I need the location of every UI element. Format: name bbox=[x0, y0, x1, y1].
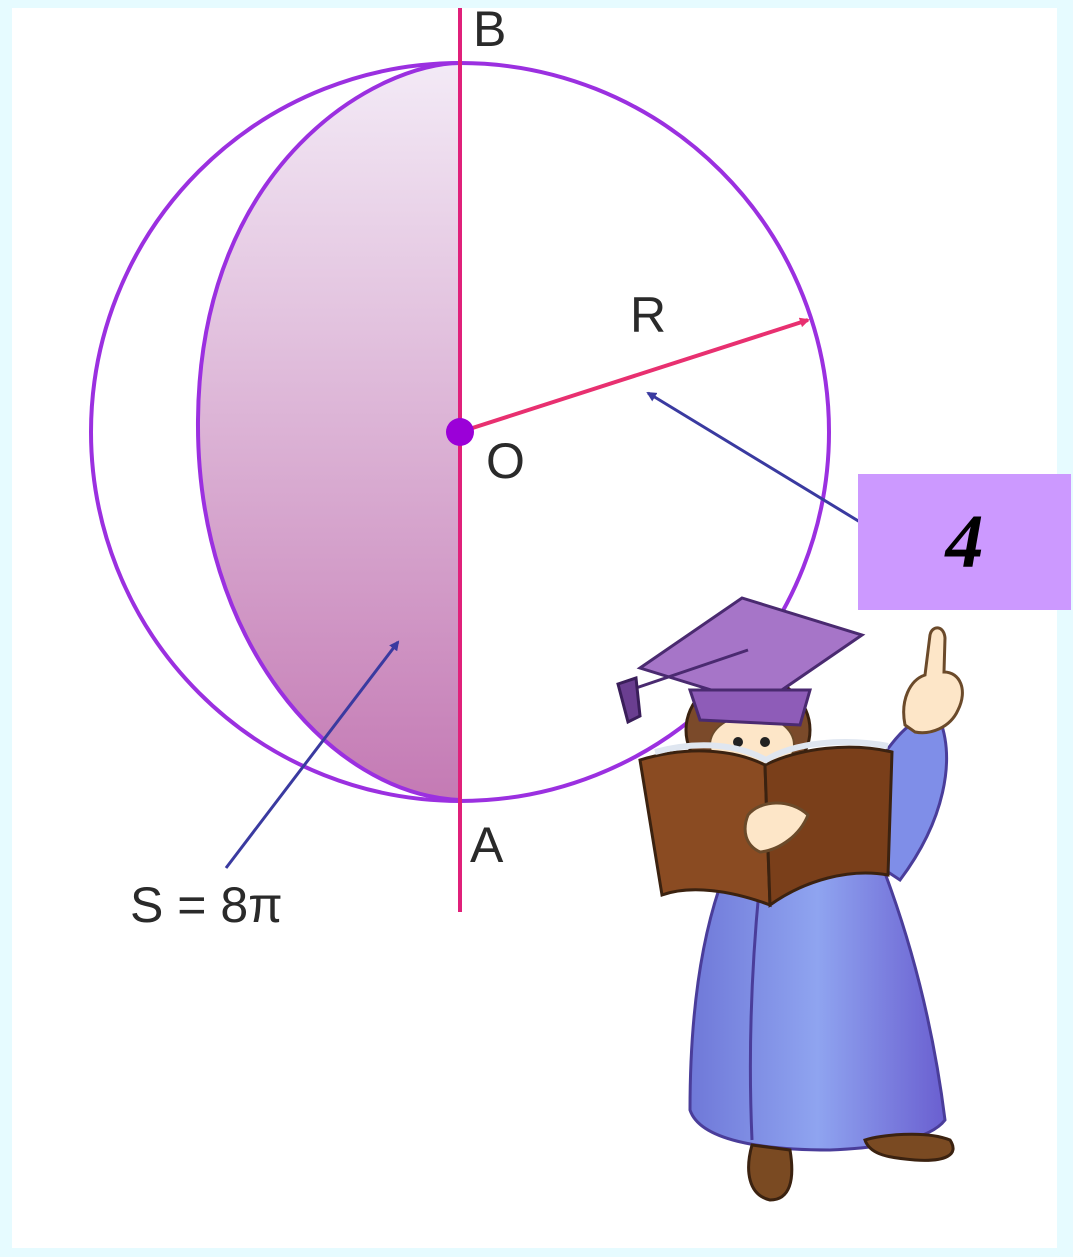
area-pointer-arrow bbox=[224, 640, 400, 869]
label-a: A bbox=[470, 817, 504, 873]
label-r: R bbox=[630, 287, 666, 343]
center-point bbox=[446, 418, 474, 446]
shaded-section bbox=[197, 63, 460, 800]
radius-pointer-arrow bbox=[646, 391, 861, 524]
answer-value: 4 bbox=[945, 499, 984, 584]
label-area: S = 8π bbox=[130, 877, 283, 933]
professor-reading-book-illustration bbox=[616, 596, 964, 1202]
section-outline bbox=[195, 61, 461, 802]
label-b: B bbox=[473, 1, 506, 57]
answer-box: 4 bbox=[858, 474, 1071, 610]
radius-arrow bbox=[459, 317, 810, 434]
label-o: O bbox=[486, 433, 525, 489]
